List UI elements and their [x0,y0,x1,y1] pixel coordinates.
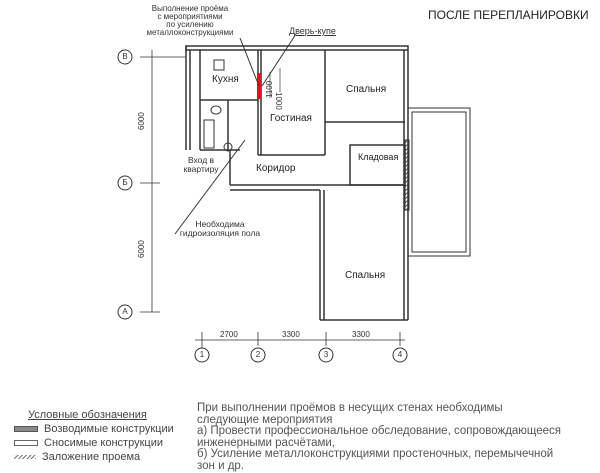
note-line: следующие мероприятия [197,413,333,426]
note-line: а) Провести профессиональное обследовани… [197,425,562,437]
axis-col-label: 4 [397,350,403,359]
closed-opening-swatch [14,455,36,459]
note-line: Вход в [187,155,215,165]
bathtub-icon [203,119,215,149]
legend-item: Заложение проема [14,450,174,464]
walls [185,45,409,321]
toilet-icon [210,105,222,115]
page-title: ПОСЛЕ ПЕРЕПЛАНИРОВКИ [428,8,589,22]
sink-icon [213,59,225,71]
notes: При выполнении проёмов в несущих стенах … [197,402,562,472]
legend-label: Заложение проема [42,451,141,463]
closed-opening [404,139,410,211]
legend: Условные обозначения Возводимые конструк… [14,408,174,464]
row-dim: 6000 [137,240,146,258]
balcony [407,107,471,257]
opening-note: Выполнение проёма с мероприятиями по уси… [110,5,270,37]
note-line: гидроизоляция пола [179,228,261,238]
note-line: б) Усиление металлоконструкциями простен… [197,448,554,460]
note-line: зон и др. [197,459,245,472]
leader-line [174,139,246,235]
room-kitchen: Кухня [212,74,239,85]
new-construction-swatch [14,426,38,432]
axis-row-label: В [122,52,128,61]
dim-1000: 1000 [274,92,283,110]
axis-col-label: 1 [199,350,205,359]
legend-item: Возводимые конструкции [14,422,174,436]
note-line: При выполнении проёмов в несущих стенах … [197,402,503,414]
note-line: металлоконструкциями [146,28,234,37]
col-dim: 3300 [282,330,300,339]
legend-item: Сносимые конструкции [14,436,174,450]
room-living: Гостиная [270,113,312,124]
note-line: по усилению [166,20,214,29]
entrance-note: Вход в квартиру [176,156,226,174]
room-corridor: Коридор [256,163,296,174]
room-bedroom: Спальня [346,84,387,95]
room-bedroom: Спальня [345,270,386,281]
legend-label: Возводимые конструкции [44,423,174,435]
room-storage: Кладовая [358,152,399,162]
axis-col-label: 2 [255,350,261,359]
col-dim: 3300 [352,330,370,339]
col-dim: 2700 [220,330,238,339]
demolished-swatch [14,440,38,446]
note-line: Выполнение проёма [151,4,229,13]
legend-heading: Условные обозначения [28,409,147,421]
dimensions [140,50,405,348]
dim-1100: 1100 [265,80,274,98]
legend-label: Сносимые конструкции [44,437,163,449]
axis-col-label: 3 [323,350,329,359]
door-label: Дверь-купе [289,26,336,36]
axis-row-label: Б [122,178,128,187]
row-dim: 6000 [137,112,146,130]
axis-markers [117,49,408,363]
leader-line [239,37,260,87]
note-line: инженерными расчётами, [197,436,336,449]
note-line: с мероприятиями [157,12,223,21]
drain-icon [223,142,233,152]
leader-line [261,33,297,87]
note-line: Необходима [195,219,245,229]
note-line: квартиру [183,164,219,174]
waterproof-note: Необходима гидроизоляция пола [170,220,270,238]
axis-row-label: А [122,307,128,316]
